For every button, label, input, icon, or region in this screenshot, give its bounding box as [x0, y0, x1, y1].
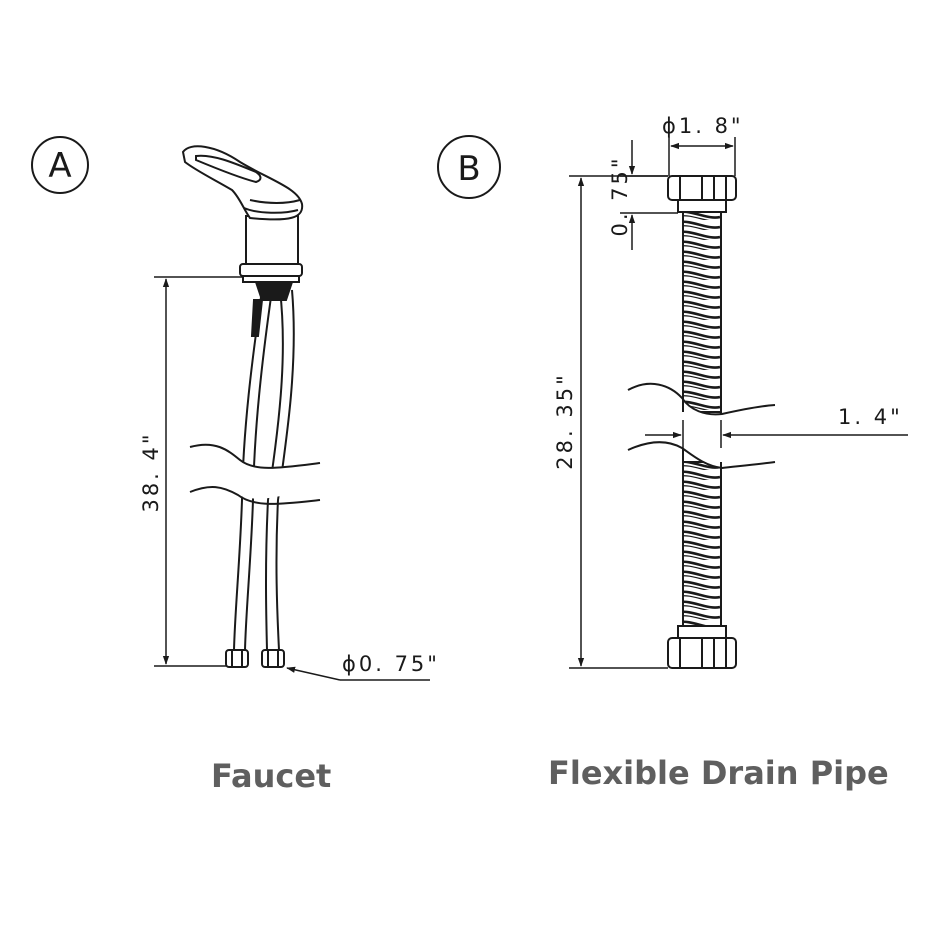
hose-nut-right: [261, 649, 285, 668]
drain-pipe-caption: Flexible Drain Pipe: [548, 754, 889, 792]
badge-b-label: B: [457, 149, 480, 189]
pipe-outer-diameter-dimension: [668, 137, 736, 176]
faucet-height-dimension: [154, 276, 244, 667]
badge-a: A: [31, 136, 89, 194]
drain-pipe-panel: B: [437, 114, 908, 669]
pipe-outer-diameter-label: ϕ1. 8": [662, 114, 744, 138]
pipe-break-marks: [627, 382, 776, 470]
corrugated-hose-upper: [682, 211, 722, 413]
faucet-inlet-diameter-label: ϕ0. 75": [342, 652, 440, 676]
pipe-nut-height-label: 0. 75": [608, 155, 632, 236]
faucet-height-label: 38. 4": [139, 431, 163, 512]
pipe-hose-diameter-label: 1. 4": [838, 405, 903, 429]
pipe-drawing: [667, 175, 737, 669]
pipe-hose-diameter-dimension: [645, 420, 908, 448]
faucet-caption: Faucet: [211, 757, 332, 795]
hose-nut-left: [225, 649, 249, 668]
badge-b: B: [437, 135, 501, 199]
pipe-length-dimension: [569, 175, 668, 669]
badge-a-label: A: [48, 146, 71, 186]
pipe-length-label: 28. 35": [553, 372, 577, 469]
faucet-drawing: [181, 145, 304, 668]
faucet-break-marks: [189, 443, 321, 505]
faucet-panel: A: [31, 136, 440, 681]
corrugated-hose-lower: [682, 461, 722, 627]
faucet-inlet-leader: [286, 666, 430, 681]
